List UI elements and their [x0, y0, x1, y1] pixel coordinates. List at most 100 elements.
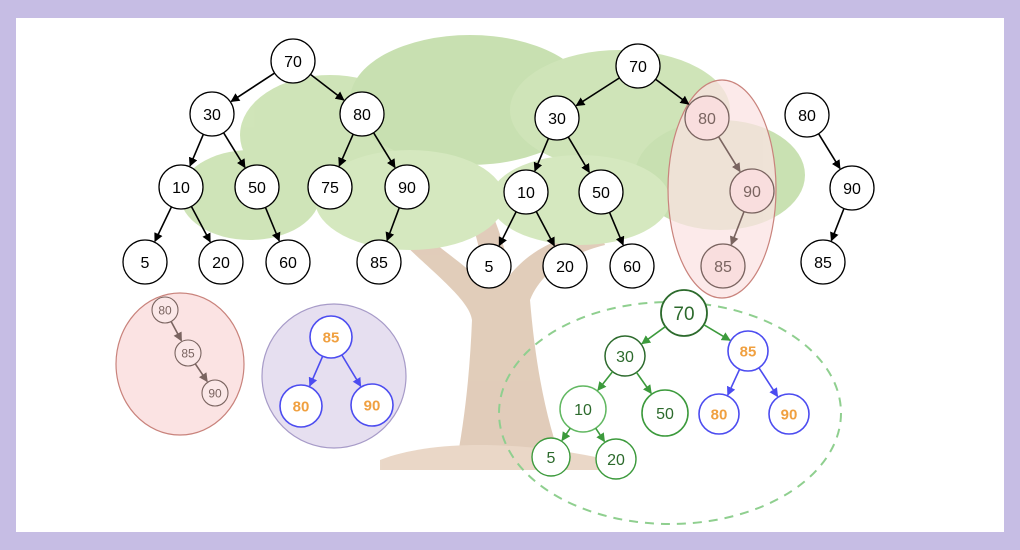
node-circle: [174, 339, 202, 367]
bst-split-node: 50: [578, 169, 624, 215]
node-circle: [466, 243, 512, 289]
node-label: 10: [574, 402, 592, 419]
tree-edge: [727, 368, 741, 396]
node-label: 5: [485, 259, 494, 276]
node-circle: [384, 164, 430, 210]
plain-chain-node: 90: [829, 165, 875, 211]
tree-edge: [729, 211, 745, 246]
tree-edge: [309, 73, 345, 101]
node-label: 80: [353, 107, 371, 124]
node-circle: [729, 168, 775, 214]
tree-edge: [535, 211, 555, 247]
detail-pink-node: 80: [151, 296, 179, 324]
node-circle: [700, 243, 746, 289]
node-circle: [727, 330, 769, 372]
highlighted-chain-node: 90: [729, 168, 775, 214]
result-node: 85: [727, 330, 769, 372]
bst-original-node: 10: [158, 164, 204, 210]
node-circle: [615, 43, 661, 89]
node-label: 30: [548, 111, 566, 128]
node-label: 10: [172, 180, 190, 197]
node-circle: [265, 239, 311, 285]
tree-edge: [655, 78, 690, 105]
detail-pink-node: 85: [174, 339, 202, 367]
node-label: 90: [843, 181, 861, 198]
tree-edge: [341, 354, 362, 388]
node-circle: [684, 95, 730, 141]
plain-chain-node: 80: [784, 92, 830, 138]
tree-edge: [264, 207, 281, 242]
bst-split-node: 10: [503, 169, 549, 215]
node-label: 60: [623, 259, 641, 276]
node-circle: [641, 389, 689, 437]
node-circle: [534, 95, 580, 141]
node-label: 20: [212, 255, 230, 272]
tree-edge: [308, 355, 324, 387]
detail-pink-ellipse: [115, 292, 245, 436]
tree-edge: [817, 133, 841, 170]
node-circle: [339, 91, 385, 137]
node-circle: [307, 164, 353, 210]
node-circle: [578, 169, 624, 215]
tree-edge: [188, 133, 205, 167]
tree-edge: [597, 371, 614, 391]
node-label: 5: [141, 255, 150, 272]
bst-original-node: 30: [189, 91, 235, 137]
node-circle: [559, 385, 607, 433]
node-label: 80: [293, 398, 310, 415]
tree-edge: [595, 427, 606, 443]
bst-split-node: 60: [609, 243, 655, 289]
tree-edge: [533, 137, 550, 172]
bst-original-node: 50: [234, 164, 280, 210]
result-node: 50: [641, 389, 689, 437]
node-label: 75: [321, 180, 339, 197]
node-label: 30: [203, 107, 221, 124]
node-label: 50: [592, 185, 610, 202]
node-label: 85: [740, 343, 757, 360]
tree-edge: [154, 206, 173, 243]
bst-original-node: 80: [339, 91, 385, 137]
tree-edge: [230, 72, 276, 103]
result-dashed-ellipse: [498, 301, 842, 525]
node-label: 50: [248, 180, 266, 197]
tree-edge: [717, 136, 741, 173]
bst-original-node: 85: [356, 239, 402, 285]
detail-purple-node: 85: [309, 315, 353, 359]
tree-edge: [498, 211, 517, 247]
result-node: 5: [531, 437, 571, 477]
node-circle: [151, 296, 179, 324]
node-circle: [604, 335, 646, 377]
bst-split-node: 5: [466, 243, 512, 289]
node-circle: [234, 164, 280, 210]
tree-edge: [170, 321, 183, 342]
node-label: 90: [743, 184, 761, 201]
node-circle: [122, 239, 168, 285]
tree-edge: [608, 211, 625, 246]
tree-edge: [338, 133, 354, 167]
tree-edge: [641, 325, 666, 345]
node-circle: [198, 239, 244, 285]
tree-edge: [561, 427, 571, 442]
tree-edge: [830, 208, 845, 242]
node-label: 80: [158, 303, 172, 317]
node-label: 85: [370, 255, 388, 272]
node-label: 50: [656, 406, 674, 423]
bst-split-node: 70: [615, 43, 661, 89]
node-circle: [784, 92, 830, 138]
tree-edge: [190, 206, 211, 243]
bst-split-node: 30: [534, 95, 580, 141]
tree-edge: [635, 371, 652, 395]
node-label: 85: [181, 346, 195, 360]
node-label: 70: [629, 59, 647, 76]
node-label: 70: [284, 54, 302, 71]
tree-edge: [385, 207, 401, 242]
bst-split-node: 20: [542, 243, 588, 289]
node-circle: [158, 164, 204, 210]
node-circle: [698, 393, 740, 435]
node-label: 20: [556, 259, 574, 276]
node-label: 5: [547, 450, 556, 467]
node-label: 80: [698, 111, 716, 128]
